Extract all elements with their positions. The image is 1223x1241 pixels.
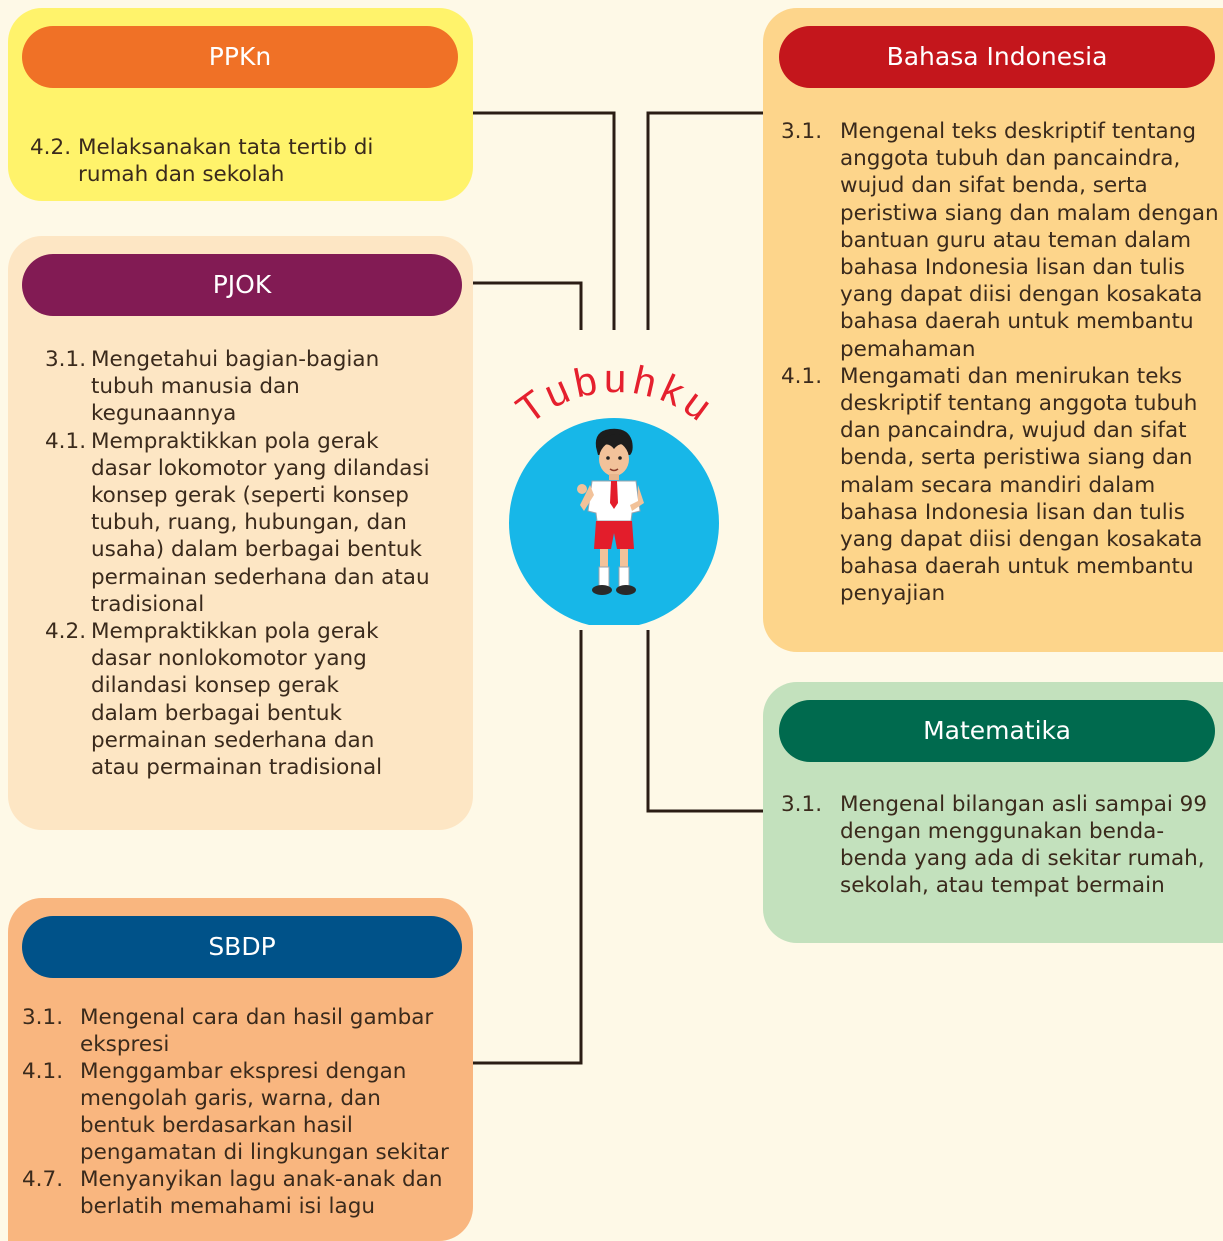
list-item: 3.1. Mengenal teks deskriptif tentang an… bbox=[781, 118, 1223, 363]
item-text: Mengetahui bagian-bagian tubuh manusia d… bbox=[91, 347, 380, 427]
list-item: 4.7. Menyanyikan lagu anak-anak dan berl… bbox=[22, 1166, 462, 1220]
connector-matematika bbox=[646, 630, 763, 813]
item-number: 4.1. bbox=[781, 363, 823, 389]
sbdp-header: SBDP bbox=[22, 916, 462, 978]
ppkn-header: PPKn bbox=[22, 26, 458, 88]
pjok-header: PJOK bbox=[22, 254, 462, 316]
pjok-header-label: PJOK bbox=[212, 270, 272, 299]
list-item: 4.1. Mengamati dan menirukan teks deskri… bbox=[781, 363, 1223, 608]
matematika-panel: Matematika 3.1. Mengenal bilangan asli s… bbox=[763, 682, 1223, 943]
bahasa-panel: Bahasa Indonesia 3.1. Mengenal teks desk… bbox=[763, 8, 1223, 652]
connector-ppkn bbox=[473, 111, 616, 330]
item-number: 3.1. bbox=[22, 1005, 64, 1030]
pjok-panel: PJOK 3.1. Mengetahui bagian-bagian tubuh… bbox=[8, 236, 473, 830]
list-item: 4.2. Melaksanakan tata tertib di rumah d… bbox=[30, 134, 390, 188]
connector-pjok bbox=[473, 281, 583, 330]
connector-bahasa bbox=[646, 111, 763, 330]
item-number: 4.2. bbox=[30, 135, 72, 160]
item-number: 4.2. bbox=[45, 619, 87, 645]
list-item: 3.1. Mengetahui bagian-bagian tubuh manu… bbox=[45, 346, 440, 428]
bahasa-header-label: Bahasa Indonesia bbox=[886, 42, 1108, 71]
item-number: 3.1. bbox=[45, 347, 87, 372]
matematika-list: 3.1. Mengenal bilangan asli sampai 99 de… bbox=[781, 791, 1211, 899]
bahasa-list: 3.1. Mengenal teks deskriptif tentang an… bbox=[781, 118, 1223, 608]
bahasa-header: Bahasa Indonesia bbox=[779, 26, 1215, 88]
item-number: 4.7. bbox=[22, 1167, 64, 1192]
item-number: 4.1. bbox=[45, 428, 87, 454]
ppkn-list: 4.2. Melaksanakan tata tertib di rumah d… bbox=[30, 134, 390, 188]
item-text: Mempraktikkan pola gerak dasar nonlokomo… bbox=[91, 619, 383, 781]
sbdp-list: 3.1. Mengenal cara dan hasil gambar eksp… bbox=[22, 1004, 462, 1220]
list-item: 4.1. Menggambar ekspresi dengan mengolah… bbox=[22, 1058, 462, 1166]
list-item: 3.1. Mengenal cara dan hasil gambar eksp… bbox=[22, 1004, 462, 1058]
item-text: Menyanyikan lagu anak-anak dan berlatih … bbox=[80, 1167, 443, 1219]
sbdp-header-label: SBDP bbox=[208, 932, 276, 961]
item-number: 4.1. bbox=[22, 1059, 64, 1084]
ppkn-panel: PPKn 4.2. Melaksanakan tata tertib di ru… bbox=[8, 8, 473, 201]
center-topic: Tubuhku bbox=[509, 357, 719, 625]
item-text: Mempraktikkan pola gerak dasar lokomotor… bbox=[91, 428, 430, 617]
pjok-list: 3.1. Mengetahui bagian-bagian tubuh manu… bbox=[45, 346, 440, 781]
ppkn-header-label: PPKn bbox=[208, 42, 272, 71]
item-text: Mengenal teks deskriptif tentang anggota… bbox=[840, 119, 1219, 362]
sbdp-panel: SBDP 3.1. Mengenal cara dan hasil gambar… bbox=[8, 898, 473, 1241]
item-text: Menggambar ekspresi dengan mengolah gari… bbox=[80, 1059, 449, 1165]
item-text: Mengamati dan menirukan teks deskriptif … bbox=[840, 363, 1203, 607]
item-number: 3.1. bbox=[781, 792, 823, 817]
matematika-header-label: Matematika bbox=[923, 716, 1071, 745]
schoolboy-illustration bbox=[577, 428, 644, 595]
list-item: 4.2. Mempraktikkan pola gerak dasar nonl… bbox=[45, 618, 440, 781]
item-text: Mengenal cara dan hasil gambar ekspresi bbox=[80, 1005, 434, 1057]
list-item: 3.1. Mengenal bilangan asli sampai 99 de… bbox=[781, 791, 1211, 899]
item-text: Melaksanakan tata tertib di rumah dan se… bbox=[78, 135, 374, 187]
connector-sbdp bbox=[473, 630, 583, 1065]
item-number: 3.1. bbox=[781, 119, 823, 144]
matematika-header: Matematika bbox=[779, 700, 1215, 762]
item-text: Mengenal bilangan asli sampai 99 dengan … bbox=[840, 792, 1208, 898]
list-item: 4.1. Mempraktikkan pola gerak dasar loko… bbox=[45, 428, 440, 618]
